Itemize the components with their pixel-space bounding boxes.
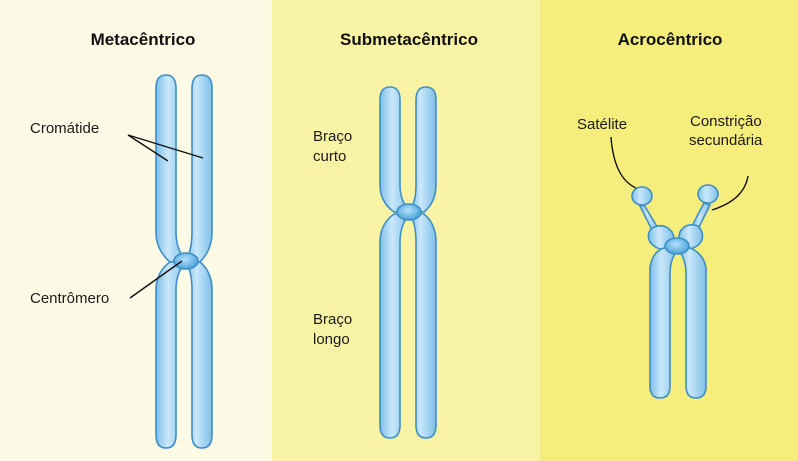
submetacentric-chromatid-lower-left [380, 214, 410, 438]
title-submetacentrico: Submetacêntrico [340, 30, 478, 50]
metacentric-chromatid-upper-left [156, 75, 186, 262]
label-constricao-line1: Constrição [690, 112, 762, 131]
label-braco-longo-line2: longo [313, 330, 350, 349]
acrocentric-chromatid-lower-left [650, 248, 678, 398]
metacentric-chromosome [156, 75, 212, 448]
label-braco-curto-line1: Braço [313, 127, 352, 146]
satelite-leader [611, 137, 636, 188]
label-braco-curto-line2: curto [313, 147, 346, 166]
acrocentric-satellite-left [632, 187, 652, 205]
label-braco-longo-line1: Braço [313, 310, 352, 329]
submetacentric-chromosome [380, 87, 436, 438]
metacentric-centromere [174, 253, 198, 269]
metacentric-chromatid-upper-right [186, 75, 212, 262]
metacentric-chromatid-lower-left [156, 262, 186, 448]
acrocentric-satellite-right [698, 185, 718, 203]
submetacentric-chromatid-lower-right [410, 214, 436, 438]
title-acrocentrico: Acrocêntrico [618, 30, 723, 50]
title-metacentrico: Metacêntrico [91, 30, 196, 50]
label-cromatide: Cromátide [30, 119, 99, 138]
acrocentric-chromatid-lower-right [678, 248, 706, 398]
submetacentric-chromatid-upper-left [380, 87, 410, 212]
acrocentric-centromere [665, 238, 689, 254]
submetacentric-chromatid-upper-right [410, 87, 436, 212]
submetacentric-centromere [397, 204, 421, 220]
metacentric-chromatid-lower-right [186, 262, 212, 448]
acrocentric-chromosome [632, 185, 718, 398]
label-satelite: Satélite [577, 115, 627, 134]
label-centromero: Centrômero [30, 289, 109, 308]
label-constricao-line2: secundária [689, 131, 762, 150]
